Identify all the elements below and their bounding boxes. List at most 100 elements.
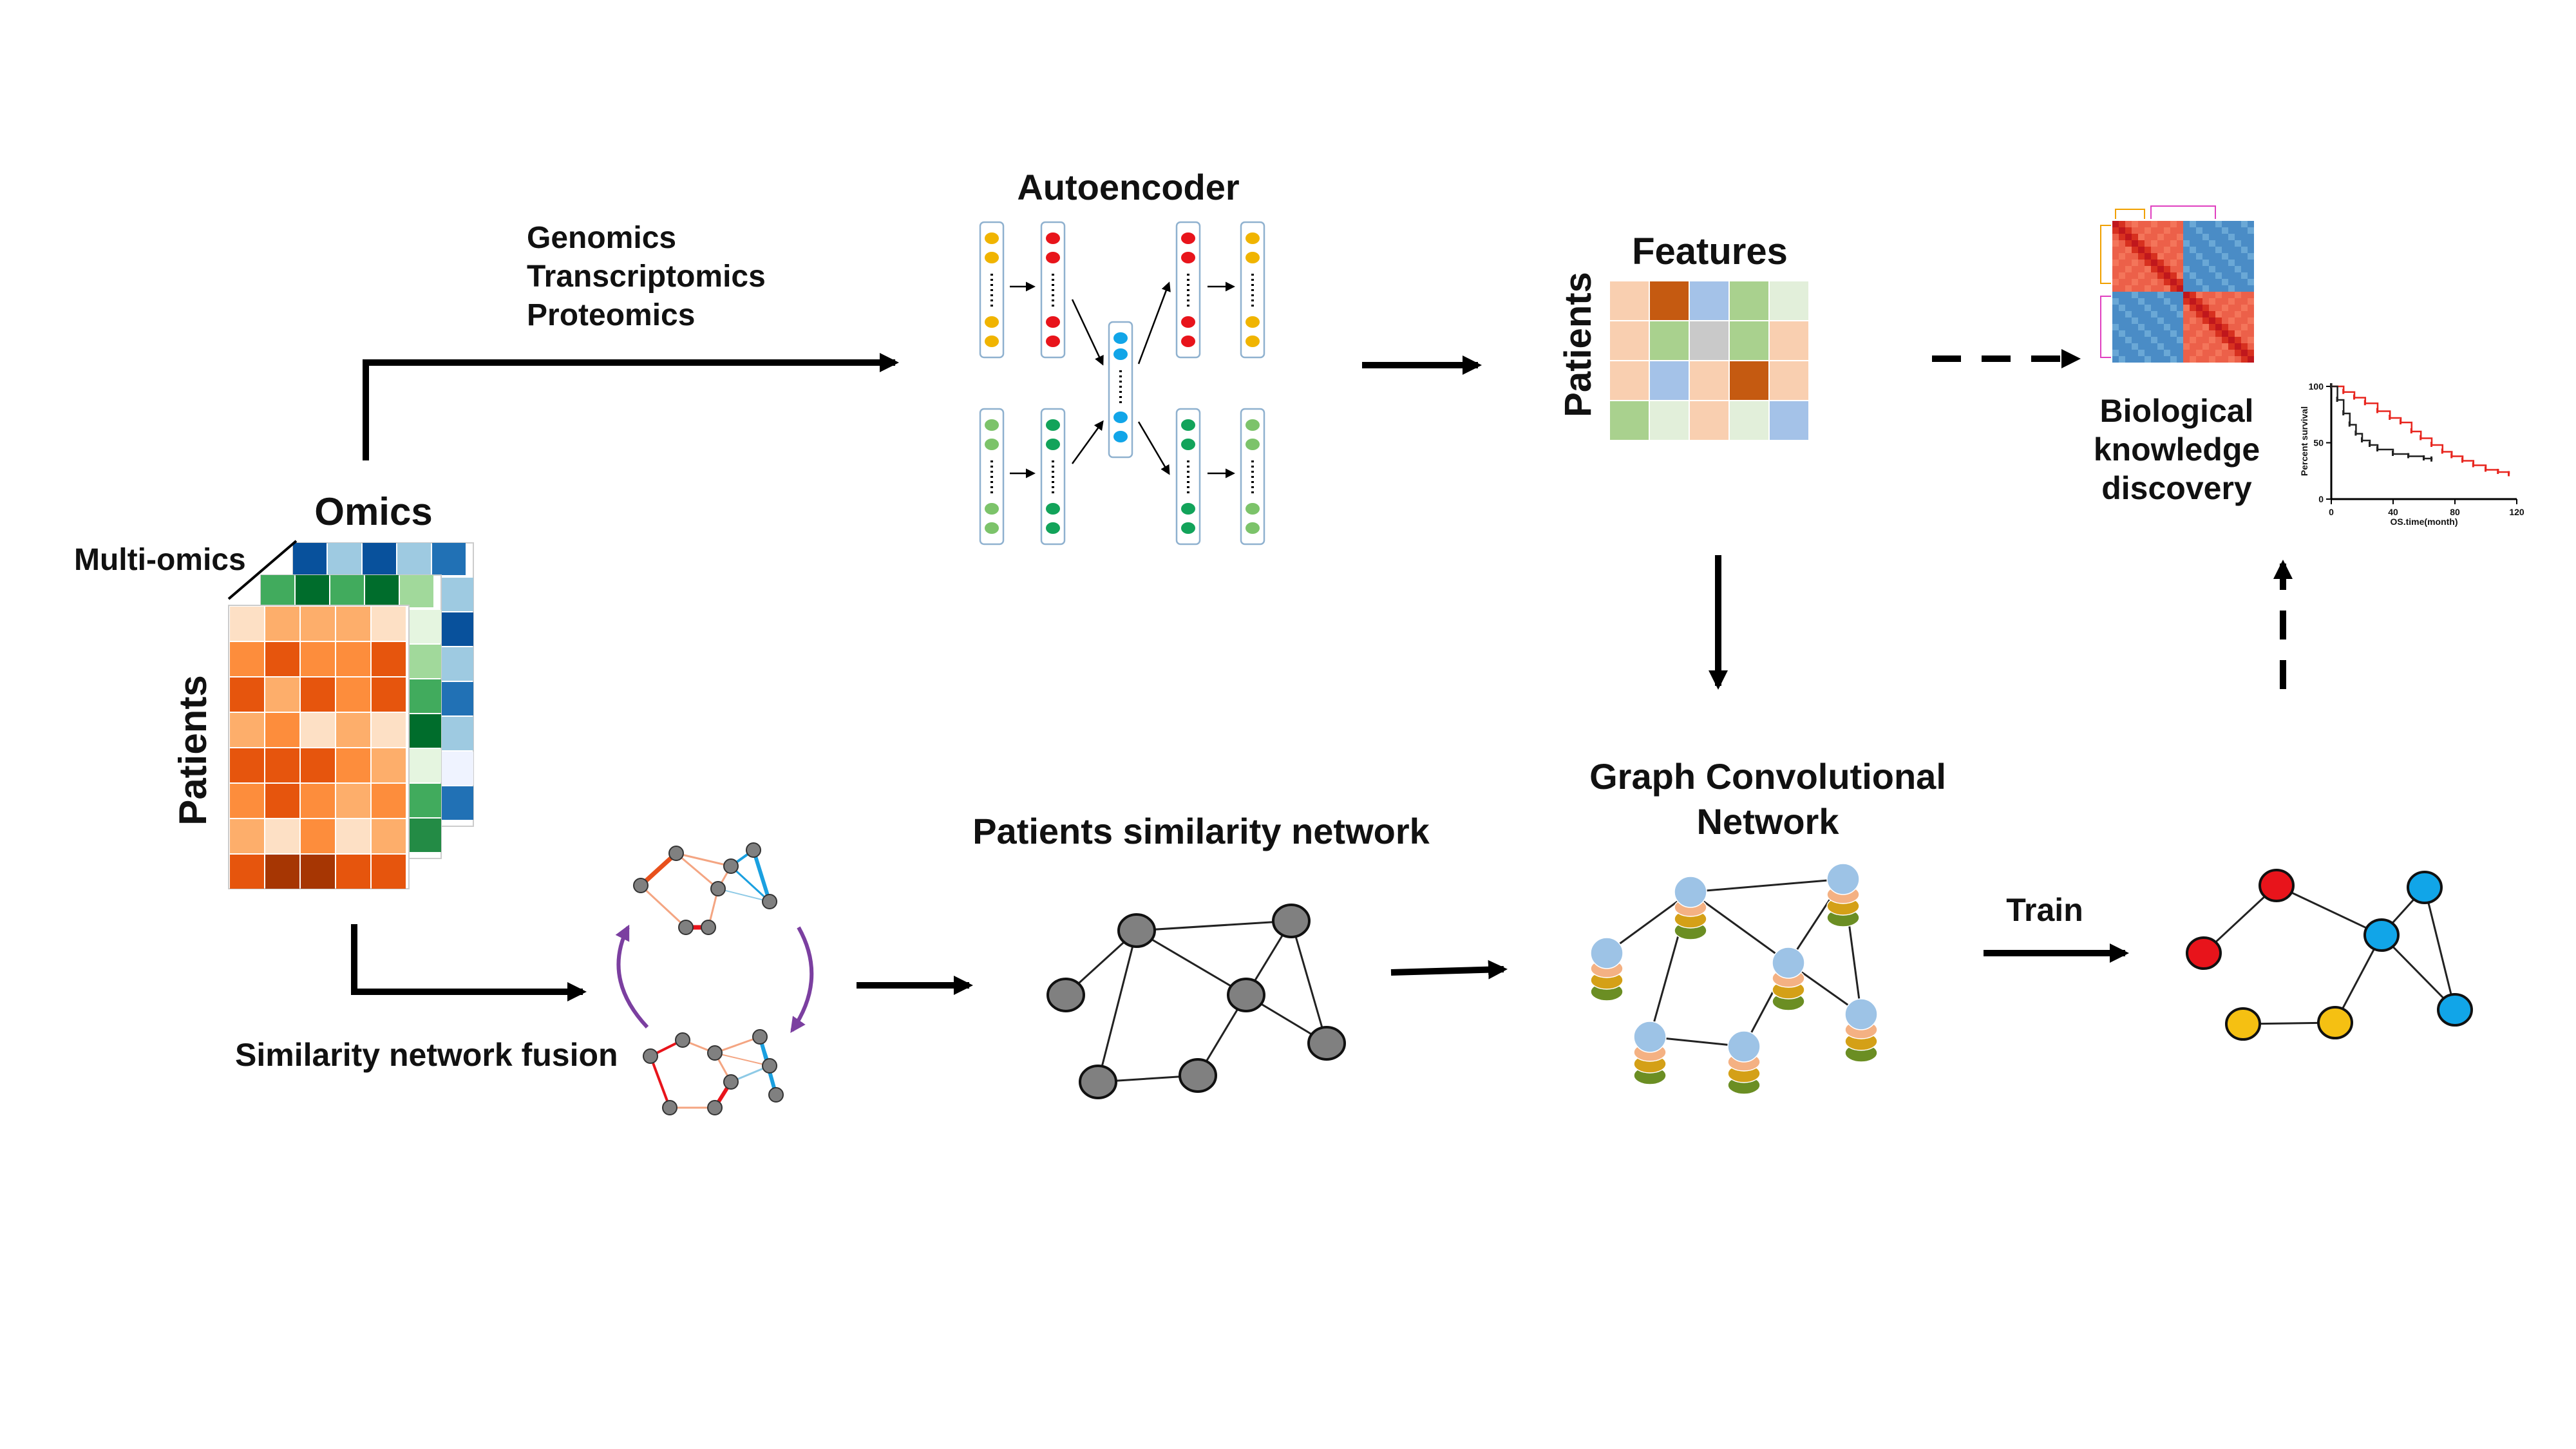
heatmap-cell [2209, 260, 2215, 266]
psn-title: Patients similarity network [972, 811, 1430, 851]
heatmap-cell [2151, 279, 2157, 285]
orange-matrix-cell [230, 784, 264, 818]
heatmap-cell [2177, 279, 2183, 285]
heatmap-cell [2248, 343, 2254, 350]
heatmap-cell [2145, 343, 2151, 350]
green-matrix-cell [261, 575, 294, 607]
blue-matrix-cell [441, 752, 473, 785]
snf-bottom-network-node [707, 1045, 723, 1061]
heatmap-cell [2183, 356, 2190, 363]
heatmap-cell [2119, 285, 2125, 292]
heatmap-cell [2222, 343, 2228, 350]
snf-top-network-node [762, 894, 777, 909]
blue-matrix-cell [363, 543, 396, 575]
heatmap-cell [2183, 253, 2190, 260]
heatmap-cell [2235, 292, 2241, 298]
ae-decoder-bottom-node [1181, 522, 1195, 534]
psn-node [1179, 1058, 1217, 1093]
heatmap-cell [2177, 317, 2183, 324]
heatmap-cell [2119, 311, 2125, 317]
heatmap-cell [2215, 305, 2222, 311]
heatmap-cell [2164, 272, 2170, 279]
features-patients-label: Patients [1557, 272, 1599, 417]
heatmap-cell [2235, 234, 2241, 240]
heatmap-cell [2157, 317, 2164, 324]
multi-omics-label: Multi-omics [74, 543, 246, 577]
heatmap-cell [2196, 298, 2202, 305]
gcn-title-line2: Network [1697, 801, 1840, 842]
heatmap-cell [2151, 298, 2157, 305]
orange-matrix-cell [372, 748, 406, 782]
ae-flow-arrow [1071, 420, 1104, 464]
orange-matrix-cell [336, 642, 370, 676]
heatmap-cell [2183, 305, 2190, 311]
orange-matrix-cell [372, 855, 406, 889]
heatmap-cell [2151, 272, 2157, 279]
orange-matrix-cell [301, 677, 335, 712]
heatmap-cell [2190, 260, 2196, 266]
heatmap-cell [2145, 240, 2151, 247]
ae-flow-arrow [1071, 299, 1104, 366]
heatmap-cell [2215, 298, 2222, 305]
heatmap-cell [2132, 298, 2138, 305]
gcn-node-layer [1590, 937, 1624, 969]
heatmap-cell [2151, 343, 2157, 350]
heatmap-cell [2138, 292, 2145, 298]
snf-bottom-network-node [723, 1074, 739, 1090]
heatmap-cell [2183, 272, 2190, 279]
psn-edge [1136, 920, 1292, 932]
orange-matrix-cell [372, 642, 406, 676]
heatmap-cell [2170, 356, 2177, 363]
heatmap-cell [2202, 305, 2209, 311]
heatmap-cell [2222, 337, 2228, 343]
green-matrix-cell [296, 575, 329, 607]
heatmap-cell [2112, 227, 2119, 234]
heatmap-cell [2235, 266, 2241, 272]
heatmap-cell [2241, 292, 2248, 298]
heatmap-cell [2196, 272, 2202, 279]
orange-matrix-cell [336, 713, 370, 747]
heatmap-cell [2145, 279, 2151, 285]
snf-label: Similarity network fusion [235, 1037, 618, 1073]
heatmap-cell [2125, 298, 2132, 305]
orange-matrix-cell [265, 642, 299, 676]
heatmap-cell [2132, 227, 2138, 234]
heatmap-cell [2248, 292, 2254, 298]
heatmap-cell [2177, 221, 2183, 227]
heatmap-cell [2215, 317, 2222, 324]
heatmap-cell [2196, 350, 2202, 356]
heatmap-cell [2228, 324, 2235, 330]
heatmap-cell [2164, 330, 2170, 337]
features-matrix-cell [1690, 281, 1728, 320]
ae-input-top-node [985, 316, 999, 328]
heatmap-cell [2222, 330, 2228, 337]
heatmap-cell [2241, 317, 2248, 324]
snf-top-network-node [678, 920, 694, 935]
heatmap-cell [2177, 266, 2183, 272]
heatmap-cell [2145, 285, 2151, 292]
features-title: Features [1632, 231, 1788, 272]
heatmap-cell [2248, 234, 2254, 240]
trained-edge [2276, 884, 2382, 936]
heatmap-cell [2235, 337, 2241, 343]
heatmap-cell [2183, 298, 2190, 305]
survival-x-tick-label: 40 [2388, 507, 2398, 517]
heatmap-dendrogram-top [2150, 205, 2216, 219]
heatmap-cell [2196, 356, 2202, 363]
features-matrix-cell [1610, 361, 1649, 400]
heatmap-cell [2222, 350, 2228, 356]
ae-encoder-top-node [1046, 252, 1060, 263]
heatmap-cell [2209, 285, 2215, 292]
features-matrix-cell [1650, 401, 1689, 440]
heatmap-cell [2125, 337, 2132, 343]
heatmap-cell [2196, 330, 2202, 337]
snf-top-network-node [746, 842, 761, 858]
heatmap-cell [2202, 330, 2209, 337]
omics-type-genomics: Genomics [527, 221, 676, 255]
heatmap-cell [2215, 285, 2222, 292]
green-matrix-cell [409, 749, 441, 782]
heatmap-cell [2138, 234, 2145, 240]
autoencoder-network [979, 221, 1265, 545]
heatmap-cell [2183, 279, 2190, 285]
